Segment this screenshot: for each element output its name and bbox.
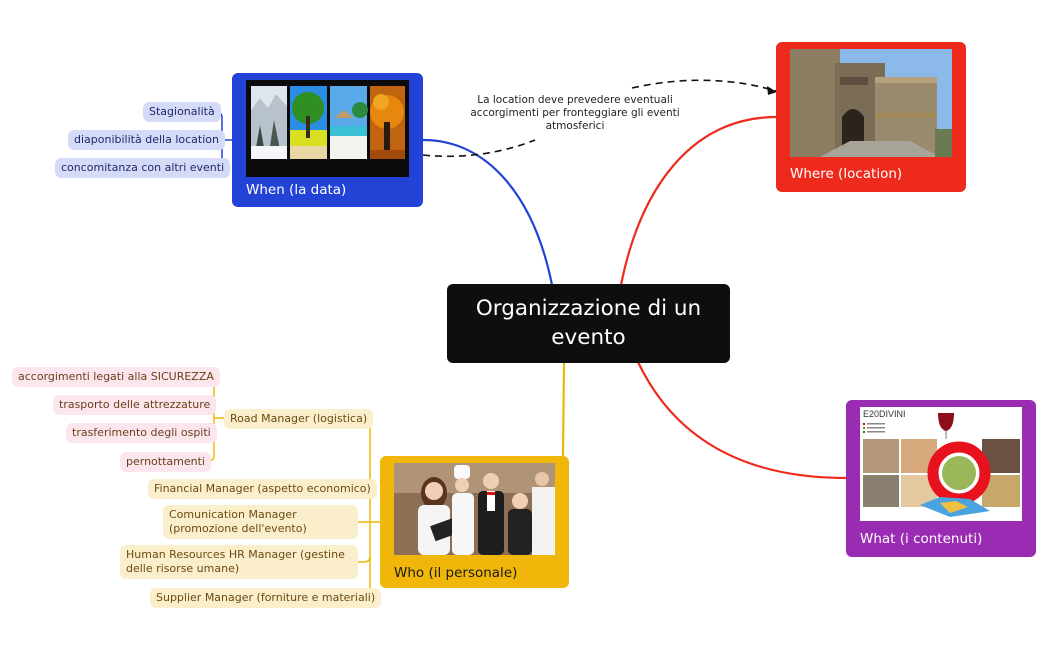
what-label: What (i contenuti)	[860, 531, 983, 547]
what-topic[interactable]: E20DIVINI What (i contenuti)	[846, 400, 1036, 557]
who-child-financial-manager[interactable]: Financial Manager (aspetto economico)	[148, 479, 377, 499]
when-child-disponibilita[interactable]: diaponibilità della location	[68, 130, 225, 150]
when-child-stagionalita[interactable]: Stagionalità	[143, 102, 221, 122]
road-child-trasferimento[interactable]: trasferimento degli ospiti	[66, 423, 217, 443]
relationship-note[interactable]: La location deve prevedere eventuali acc…	[470, 94, 680, 132]
central-topic[interactable]: Organizzazione di un evento	[447, 284, 730, 363]
staff-team-image	[394, 463, 555, 555]
road-child-trasporto[interactable]: trasporto delle attrezzature	[53, 395, 217, 415]
where-topic[interactable]: Where (location)	[776, 42, 966, 192]
when-child-concomitanza[interactable]: concomitanza con altri eventi	[55, 158, 231, 178]
who-child-road-manager[interactable]: Road Manager (logistica)	[224, 409, 374, 429]
road-child-sicurezza[interactable]: accorgimenti legati alla SICUREZZA	[12, 367, 220, 387]
who-child-supplier-manager[interactable]: Supplier Manager (forniture e materiali)	[150, 588, 382, 608]
four-seasons-image	[246, 80, 409, 177]
castle-gate-image	[790, 49, 952, 157]
who-child-communication-manager[interactable]: Comunication Manager (promozione dell'ev…	[163, 505, 358, 539]
svg-text:E20DIVINI: E20DIVINI	[863, 409, 906, 419]
who-topic[interactable]: Who (il personale)	[380, 456, 569, 588]
who-label: Who (il personale)	[394, 565, 518, 581]
road-child-pernottamenti[interactable]: pernottamenti	[120, 452, 211, 472]
who-child-hr-manager[interactable]: Human Resources HR Manager (gestine dell…	[120, 545, 358, 579]
when-topic[interactable]: When (la data)	[232, 73, 423, 207]
when-label: When (la data)	[246, 182, 347, 198]
central-topic-title: Organizzazione di un evento	[475, 296, 702, 350]
e20divini-poster-image: E20DIVINI	[860, 407, 1022, 521]
where-label: Where (location)	[790, 166, 903, 182]
